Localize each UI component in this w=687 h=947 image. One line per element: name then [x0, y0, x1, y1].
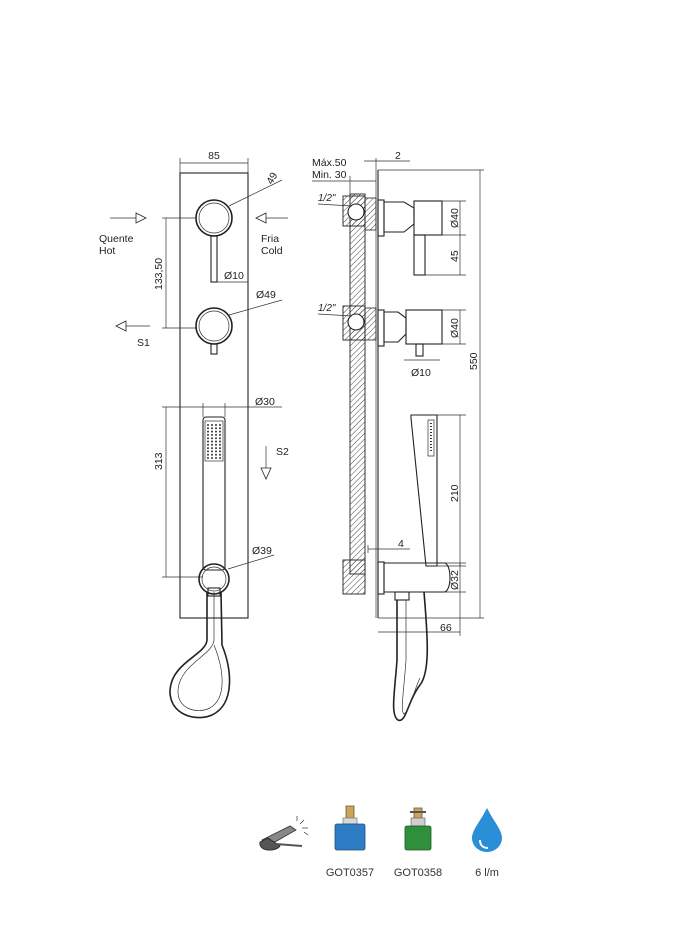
plate-label: 2	[395, 150, 401, 162]
stem-label: Ø10	[224, 270, 244, 282]
legend: GOT0357 GOT0358 6 l/m	[259, 805, 502, 879]
outlet-s2: S2	[260, 446, 289, 480]
elbow-holder-side: Ø32 66	[377, 561, 466, 636]
height-lower-dimension: 313	[153, 406, 203, 578]
total-height-label: 550	[468, 352, 480, 370]
wall-box-hatch	[349, 193, 366, 575]
width-dimension: 85	[179, 150, 249, 173]
depth-min-label: Min. 30	[312, 169, 347, 181]
stem-dia-label: Ø10	[411, 367, 431, 379]
front-view: 85 49 Quente Hot Fria Cold Ø10	[99, 150, 289, 719]
handshower-label: Ø30	[255, 396, 275, 408]
elbow-len-label: 66	[440, 622, 452, 634]
outlet-s1: S1	[115, 320, 150, 349]
thread-mid-label: 1/2"	[318, 303, 336, 314]
height-upper-label: 133,50	[153, 258, 165, 290]
front-plate	[179, 172, 249, 619]
hot-label-line1: Quente	[99, 233, 134, 245]
width-label: 85	[208, 150, 220, 162]
middle-knob-side: Ø40 Ø10	[377, 309, 466, 379]
height-lower-label: 313	[153, 452, 165, 470]
stem-len-label: 45	[449, 250, 461, 262]
water-drop-icon: 6 l/m	[472, 808, 502, 879]
handshower-front: Ø30	[202, 396, 282, 571]
cartridge-green-code: GOT0358	[394, 867, 442, 879]
cartridge-green-icon: GOT0358	[394, 807, 442, 879]
top-knob-side: Ø40 45	[377, 199, 466, 276]
hot-label-line2: Hot	[99, 245, 115, 257]
knob-mid-dia-label: Ø40	[449, 318, 461, 338]
total-height-dimension: 550	[378, 169, 484, 619]
depth-max-label: Máx.50	[312, 157, 347, 169]
outlet2-label: S2	[276, 446, 289, 458]
hose-front	[169, 587, 231, 719]
outlet1-label: S1	[137, 337, 150, 349]
ring-top-label: 49	[264, 170, 280, 186]
middle-ring: Ø49	[195, 289, 283, 355]
elbow-dia-label: Ø32	[449, 570, 461, 590]
ring-mid-label: Ø49	[256, 289, 276, 301]
cold-label-line1: Fria	[261, 233, 279, 245]
hot-inlet: Quente Hot	[99, 212, 147, 257]
holder-label: Ø39	[252, 545, 272, 557]
depth-dimension: Máx.50 Min. 30 2	[312, 150, 410, 196]
gap-label: 4	[398, 538, 404, 550]
cartridge-blue-icon: GOT0357	[326, 805, 374, 879]
top-ring: 49	[195, 170, 283, 283]
lever-handle-icon	[259, 816, 309, 851]
side-view: 1/2" 1/2" Máx.50 Min. 30 2 Ø40 45	[312, 150, 484, 722]
flow-rate-label: 6 l/m	[475, 867, 499, 879]
cold-inlet: Fria Cold	[255, 212, 288, 257]
knob-top-dia-label: Ø40	[449, 208, 461, 228]
thread-top-label: 1/2"	[318, 193, 336, 204]
cartridge-blue-code: GOT0357	[326, 867, 374, 879]
handshower-side: 210	[410, 414, 466, 567]
cold-label-line2: Cold	[261, 245, 283, 257]
hose-side	[392, 591, 429, 722]
handshower-len-label: 210	[449, 484, 461, 502]
height-upper-dimension: 133,50	[153, 217, 196, 329]
